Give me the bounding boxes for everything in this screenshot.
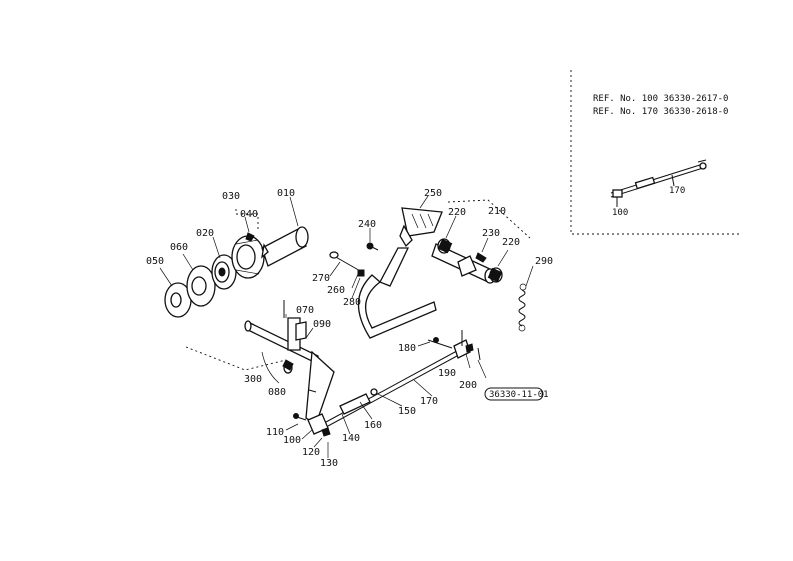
disc-060 [186, 265, 216, 307]
clevis-190 [453, 339, 481, 361]
callout-230: 230 [482, 228, 500, 239]
inset-label-100: 100 [612, 208, 628, 218]
pin-270 [329, 251, 365, 277]
ref-line-1: REF. No. 100 36330-2617-0 [593, 94, 728, 104]
callout-260: 260 [327, 285, 345, 296]
callout-270: 270 [312, 273, 330, 284]
drawing-code-text: 36330-11-01 [489, 390, 549, 400]
inset-rod-sketch: 100 170 [610, 159, 707, 218]
pedal-arm [357, 207, 443, 339]
callout-190: 190 [438, 368, 456, 379]
inset-label-170: 170 [669, 186, 685, 196]
callout-250: 250 [424, 188, 442, 199]
linkage-rod-170 [325, 345, 469, 427]
bearing-020 [211, 254, 237, 290]
callout-070: 070 [296, 305, 314, 316]
callout-040: 040 [240, 209, 258, 220]
reference-inset: REF. No. 100 36330-2617-0 REF. No. 170 3… [570, 70, 740, 235]
sleeve-010 [261, 226, 309, 267]
release-hub-030 [231, 235, 265, 279]
callout-180: 180 [398, 343, 416, 354]
callout-050: 050 [146, 256, 164, 267]
callout-290: 290 [535, 256, 553, 267]
pin-080 [282, 359, 294, 371]
pedal-shaft [431, 243, 496, 284]
ref-line-2: REF. No. 170 36330-2618-0 [593, 107, 728, 117]
callout-300: 300 [244, 374, 262, 385]
callout-130: 130 [320, 458, 338, 469]
disc-050 [164, 282, 192, 318]
callout-labels: 010 020 030 040 050 060 070 080 090 100 … [146, 188, 553, 469]
callout-020: 020 [196, 228, 214, 239]
callout-120: 120 [302, 447, 320, 458]
group-bracket-030 [235, 209, 259, 232]
callout-060: 060 [170, 242, 188, 253]
callout-010: 010 [277, 188, 295, 199]
return-spring-290 [518, 283, 527, 332]
callout-150: 150 [398, 406, 416, 417]
callout-110: 110 [266, 427, 284, 438]
callout-140: 140 [342, 433, 360, 444]
callout-210: 210 [488, 206, 506, 217]
callout-160: 160 [364, 420, 382, 431]
callout-220-b: 220 [502, 237, 520, 248]
group-bracket-210 [447, 199, 531, 239]
drawing-code-stamp: 36330-11-01 [484, 387, 549, 401]
callout-030: 030 [222, 191, 240, 202]
callout-220-a: 220 [448, 207, 466, 218]
pin-180 [427, 337, 453, 349]
key-230 [475, 252, 487, 263]
bushing-220-a [437, 238, 453, 254]
clevis-100 [293, 413, 331, 437]
callout-090: 090 [313, 319, 331, 330]
callout-200: 200 [459, 380, 477, 391]
callout-100: 100 [283, 435, 301, 446]
callout-170: 170 [420, 396, 438, 407]
callout-280: 280 [343, 297, 361, 308]
bushing-220-b [487, 267, 503, 283]
bolt-240 [366, 242, 379, 251]
callout-080: 080 [268, 387, 286, 398]
callout-240: 240 [358, 219, 376, 230]
leader-lines [159, 195, 534, 458]
pin-040 [245, 232, 255, 242]
